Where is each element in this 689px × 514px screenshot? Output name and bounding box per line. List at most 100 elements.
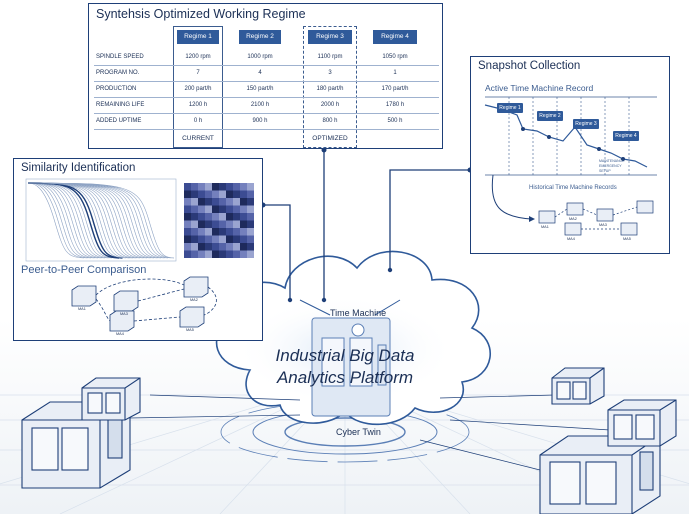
heatmap-cell — [198, 220, 205, 228]
machine-label: MA5 — [186, 328, 194, 332]
tiny-legend-1: MAINTENANCE — [599, 159, 625, 163]
table-cell: 1200 h — [188, 102, 208, 108]
heatmap-cell — [233, 198, 240, 206]
regime-header-3: Regime 3 — [308, 30, 352, 44]
heatmap-cell — [226, 228, 233, 236]
heatmap-cell — [219, 228, 226, 236]
table-cell: 800 h — [322, 118, 338, 124]
heatmap-cell — [226, 205, 233, 213]
heatmap-cell — [198, 190, 205, 198]
table-cell: 150 part/h — [246, 86, 274, 92]
optimized-column-frame — [303, 26, 357, 148]
row-divider — [94, 129, 439, 130]
cloud-spokes — [299, 299, 401, 316]
heatmap-cell — [191, 183, 198, 191]
factory-machines — [21, 367, 677, 514]
heatmap-cell — [233, 250, 240, 258]
historical-records-title: Historical Time Machine Records — [529, 185, 617, 191]
time-machine-label: Time Machine — [330, 308, 387, 318]
heatmap-cell — [219, 243, 226, 251]
heatmap-cell — [226, 213, 233, 221]
table-cell: 1780 h — [385, 102, 405, 108]
table-cell: 1000 rpm — [247, 54, 273, 60]
heatmap-cell — [240, 205, 247, 213]
heatmap-cell — [198, 250, 205, 258]
heatmap-cell — [191, 235, 198, 243]
heatmap-cell — [205, 190, 212, 198]
snapshot-panel-title: Snapshot Collection — [478, 60, 581, 72]
machine-label: MA4 — [567, 237, 575, 241]
heatmap-cell — [212, 250, 219, 258]
row-divider — [94, 81, 439, 82]
heatmap-cell — [184, 190, 191, 198]
heatmap-cell — [191, 190, 198, 198]
heatmap-cell — [212, 243, 219, 251]
heatmap-cell — [205, 228, 212, 236]
active-regime-2: Regime 2 — [537, 111, 563, 121]
regime-table-panel: Syntehsis Optimized Working Regime Regim… — [88, 3, 443, 149]
table-cell: 7 — [196, 70, 200, 76]
heatmap-cell — [184, 243, 191, 251]
heatmap-cell — [212, 228, 219, 236]
heatmap-cell — [184, 183, 191, 191]
regime-header-4: Regime 4 — [373, 30, 417, 44]
heatmap-cell — [205, 183, 212, 191]
connector-lines — [129, 150, 611, 471]
snapshot-collection-panel: Snapshot Collection Active Time Machine … — [470, 56, 670, 254]
heatmap-cell — [240, 213, 247, 221]
platform-title-line1: Industrial Big Data — [275, 346, 415, 365]
heatmap-cell — [219, 205, 226, 213]
heatmap-cell — [219, 198, 226, 206]
heatmap-cell — [233, 235, 240, 243]
heatmap-cell — [226, 183, 233, 191]
row-divider — [94, 65, 439, 66]
heatmap-cell — [233, 220, 240, 228]
active-record-title: Active Time Machine Record — [485, 83, 594, 93]
heatmap-cell — [219, 183, 226, 191]
machine-label: MA4 — [116, 332, 124, 336]
degradation-curve — [27, 182, 85, 259]
regime-header-1: Regime 1 — [177, 30, 219, 44]
heatmap-cell — [247, 213, 254, 221]
heatmap-cell — [226, 250, 233, 258]
peer-comparison-title: Peer-to-Peer Comparison — [21, 264, 147, 276]
heatmap-cell — [240, 228, 247, 236]
degradation-curve — [27, 182, 175, 259]
similarity-identification-panel: Similarity Identification Peer- — [13, 158, 263, 341]
heatmap-cell — [212, 220, 219, 228]
heatmap-cell — [212, 183, 219, 191]
current-label: CURRENT — [182, 135, 214, 142]
row-label-program-no: PROGRAM NO. — [96, 70, 140, 76]
heatmap-cell — [191, 213, 198, 221]
heatmap-cell — [198, 235, 205, 243]
tiny-legend-3: SETUP — [599, 169, 611, 173]
heatmap-cell — [247, 205, 254, 213]
current-column-frame — [173, 26, 223, 148]
heatmap-cell — [198, 243, 205, 251]
degradation-curve — [27, 182, 92, 259]
table-cell: 1050 rpm — [382, 54, 408, 60]
machine-label: MA2 — [190, 298, 198, 302]
heatmap-cell — [205, 205, 212, 213]
heatmap-cell — [219, 213, 226, 221]
heatmap-cell — [205, 213, 212, 221]
heatmap-cell — [212, 205, 219, 213]
machine-left-small — [81, 377, 141, 421]
heatmap-cell — [184, 205, 191, 213]
row-label-production: PRODUCTION — [96, 86, 137, 92]
heatmap-cell — [240, 243, 247, 251]
degradation-curve — [27, 182, 102, 259]
heatmap-cell — [247, 183, 254, 191]
heatmap-cell — [212, 235, 219, 243]
heatmap-cell — [212, 213, 219, 221]
machine-label: MA1 — [78, 307, 86, 311]
heatmap-cell — [226, 243, 233, 251]
heatmap-cell — [184, 228, 191, 236]
table-cell: 4 — [258, 70, 262, 76]
table-cell: 2100 h — [250, 102, 270, 108]
heatmap-cell — [240, 250, 247, 258]
heatmap-cell — [247, 250, 254, 258]
machine-right-large — [539, 435, 661, 514]
cyber-twin-label: Cyber Twin — [336, 427, 381, 437]
